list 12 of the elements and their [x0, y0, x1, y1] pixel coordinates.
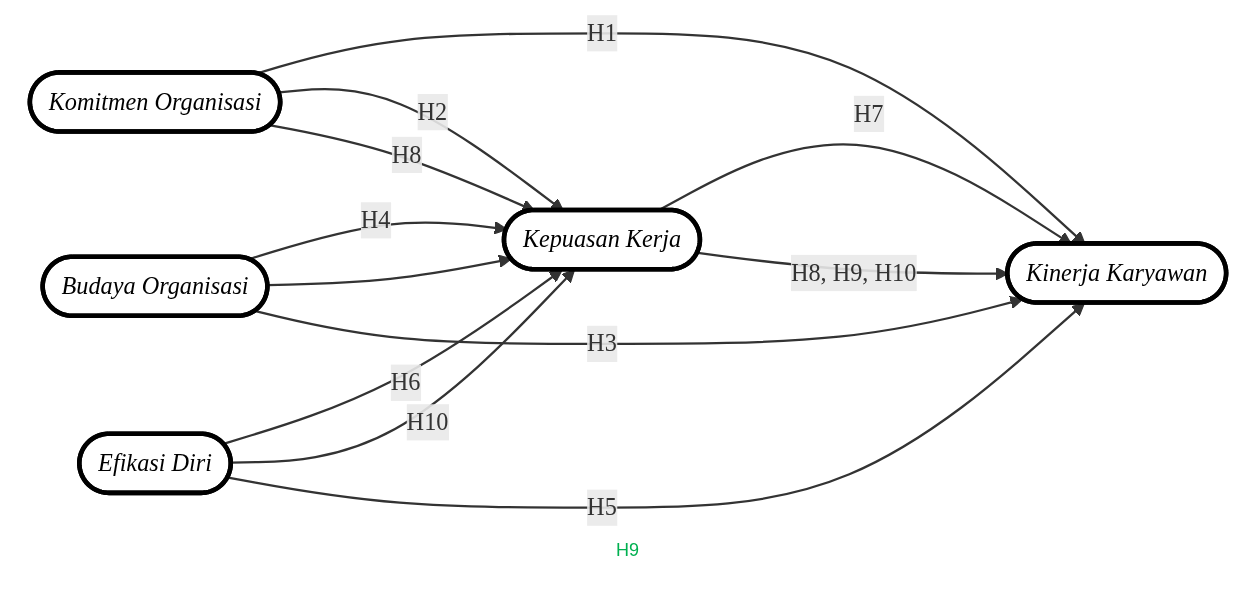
edge-label: H10 [406, 408, 448, 434]
edge-label: H7 [853, 99, 883, 126]
edge-label: H2 [417, 98, 447, 124]
edge-label: H4 [360, 206, 390, 232]
hypothesis-label: H9 [616, 540, 639, 561]
edge-label: H6 [390, 368, 420, 395]
edge-label: H8, H9, H10 [790, 258, 916, 285]
arrow [267, 254, 512, 286]
edge-label: H5 [586, 493, 617, 520]
edge-label: H1 [586, 19, 617, 45]
edge-label: H3 [586, 329, 617, 356]
edge-label: H8 [391, 140, 421, 167]
